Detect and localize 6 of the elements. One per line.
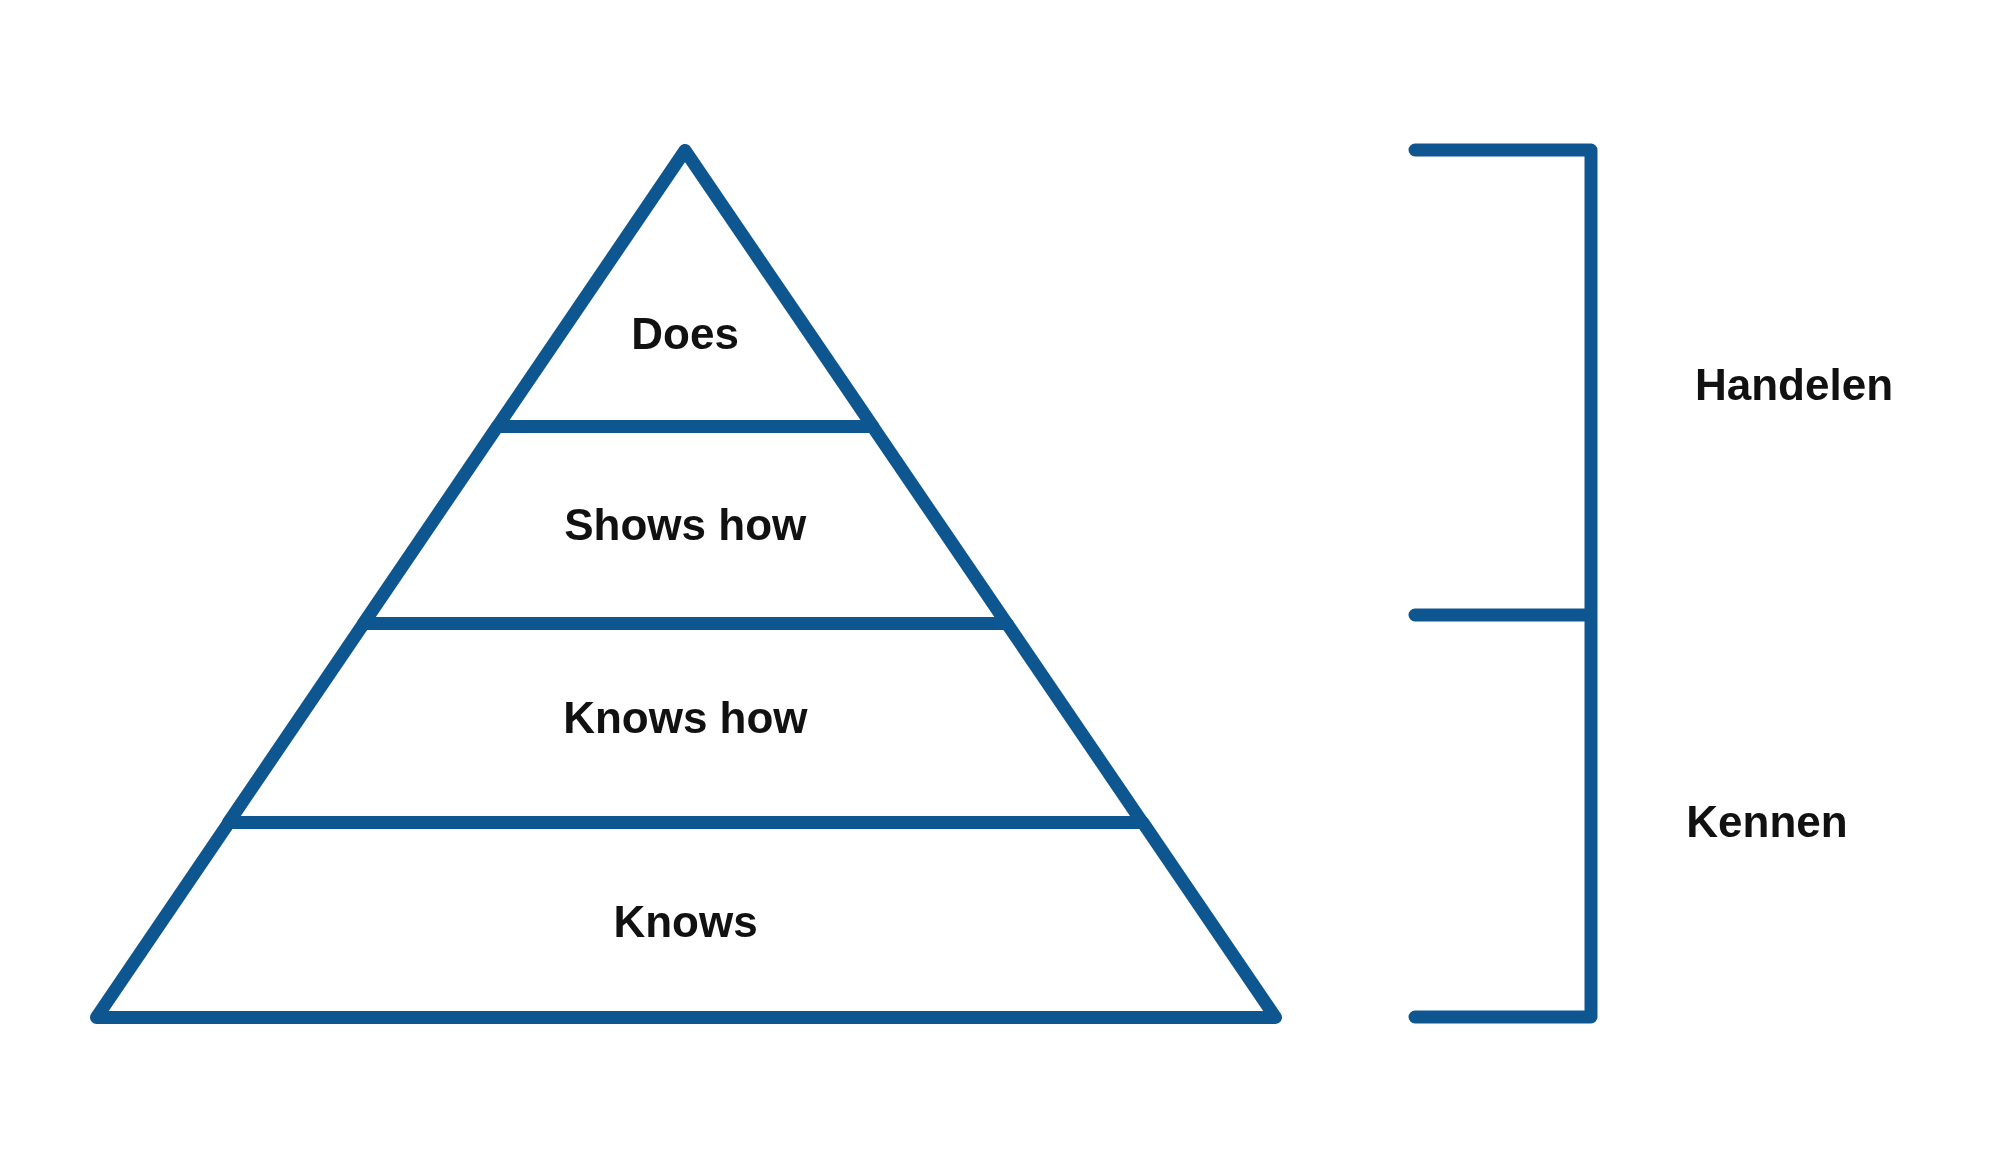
- tier-label: Shows how: [564, 500, 807, 550]
- tier-label: Knows how: [563, 693, 808, 743]
- tier-label: Knows: [613, 897, 758, 947]
- bracket-label: Kennen: [1686, 797, 1848, 847]
- tier-label: Does: [631, 309, 739, 359]
- bracket-label: Handelen: [1695, 360, 1893, 410]
